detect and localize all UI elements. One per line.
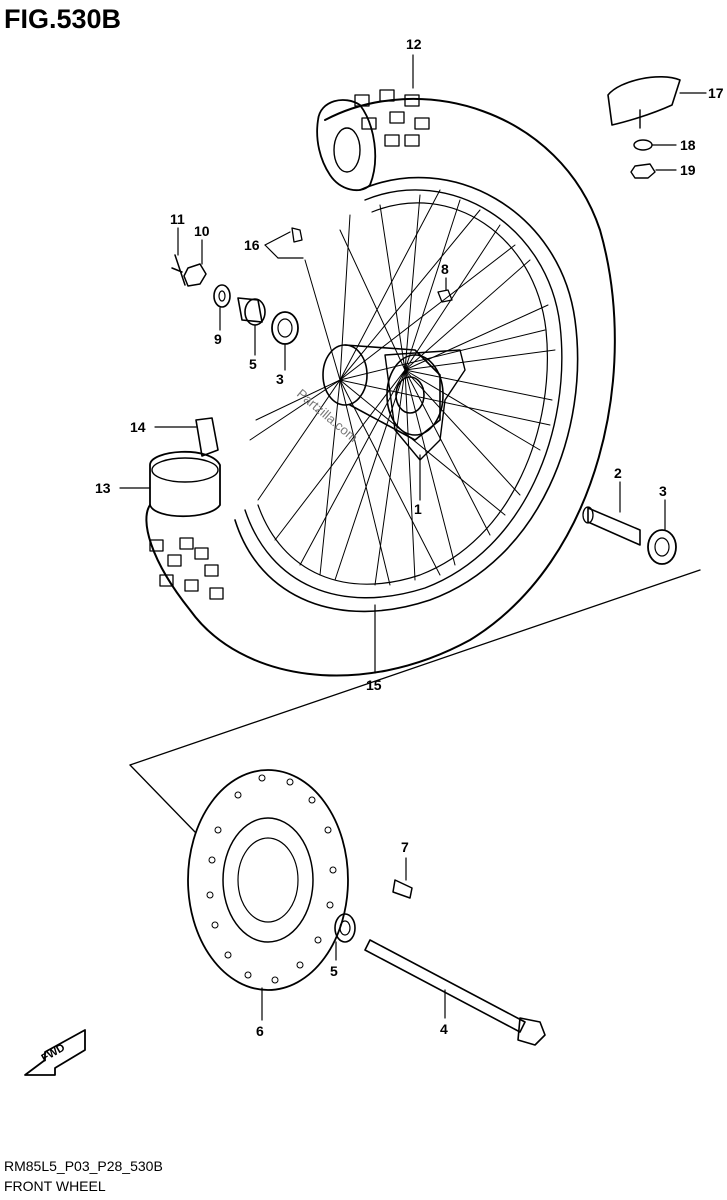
model-code: RM85L5_P03_P28_530B (4, 1158, 163, 1174)
tire-inner-contour (234, 176, 579, 613)
callout-4[interactable]: 4 (440, 1021, 448, 1037)
callout-5-lower[interactable]: 5 (330, 963, 338, 979)
rim-inner (257, 202, 548, 585)
collar-5-lower (334, 913, 356, 943)
bearing-3-upper (271, 311, 299, 345)
callout-18[interactable]: 18 (680, 137, 696, 153)
distance-collar-2 (587, 507, 641, 546)
axis-guide-lower (129, 764, 196, 833)
fwd-label: FWD (40, 1042, 68, 1065)
callout-12[interactable]: 12 (406, 36, 422, 52)
axle-4 (364, 939, 526, 1033)
callout-10[interactable]: 10 (194, 223, 210, 239)
rim-tape (149, 450, 221, 518)
collar-9 (213, 284, 231, 308)
washer-18 (633, 139, 653, 151)
leader-lines (119, 54, 707, 1021)
spoke-nipple-16 (291, 227, 303, 243)
spokes (249, 189, 556, 586)
callout-15[interactable]: 15 (366, 677, 382, 693)
callout-2[interactable]: 2 (614, 465, 622, 481)
callout-7[interactable]: 7 (401, 839, 409, 855)
bearing-3-right (647, 529, 677, 565)
callout-17[interactable]: 17 (708, 85, 724, 101)
disc-bolt-7 (392, 879, 413, 899)
callout-19[interactable]: 19 (680, 162, 696, 178)
tire-section-top (316, 99, 377, 192)
fwd-arrow-icon (24, 1029, 86, 1076)
callout-9[interactable]: 9 (214, 331, 222, 347)
rim-tape-strap (195, 417, 219, 457)
tire-tread-upper (354, 89, 430, 147)
callout-14[interactable]: 14 (130, 419, 146, 435)
nut-19 (630, 163, 656, 179)
wheel-hub (322, 344, 466, 461)
callout-3-right[interactable]: 3 (659, 483, 667, 499)
callout-16[interactable]: 16 (244, 237, 260, 253)
callout-13[interactable]: 13 (95, 480, 111, 496)
callout-11[interactable]: 11 (170, 211, 185, 227)
figure-title: FIG.530B (4, 4, 122, 34)
rim-outer (244, 189, 563, 599)
bolt-8 (437, 289, 453, 303)
callout-5-upper[interactable]: 5 (249, 356, 257, 372)
tire-outline (145, 98, 616, 677)
brake-disc-holes (206, 774, 337, 984)
callout-1[interactable]: 1 (414, 501, 422, 517)
watermark: Partzilla.com (294, 386, 361, 445)
callout-8[interactable]: 8 (441, 261, 449, 277)
callout-6[interactable]: 6 (256, 1023, 264, 1039)
nut-10 (183, 263, 207, 287)
callout-3-upper[interactable]: 3 (276, 371, 284, 387)
figure-name: FRONT WHEEL (4, 1178, 106, 1194)
axis-guide-upper (129, 569, 701, 766)
cotter-pin-11 (171, 254, 186, 286)
brake-disc-6 (187, 769, 349, 991)
rim-lock-17 (607, 76, 681, 126)
tire-tread-lower (149, 537, 224, 600)
